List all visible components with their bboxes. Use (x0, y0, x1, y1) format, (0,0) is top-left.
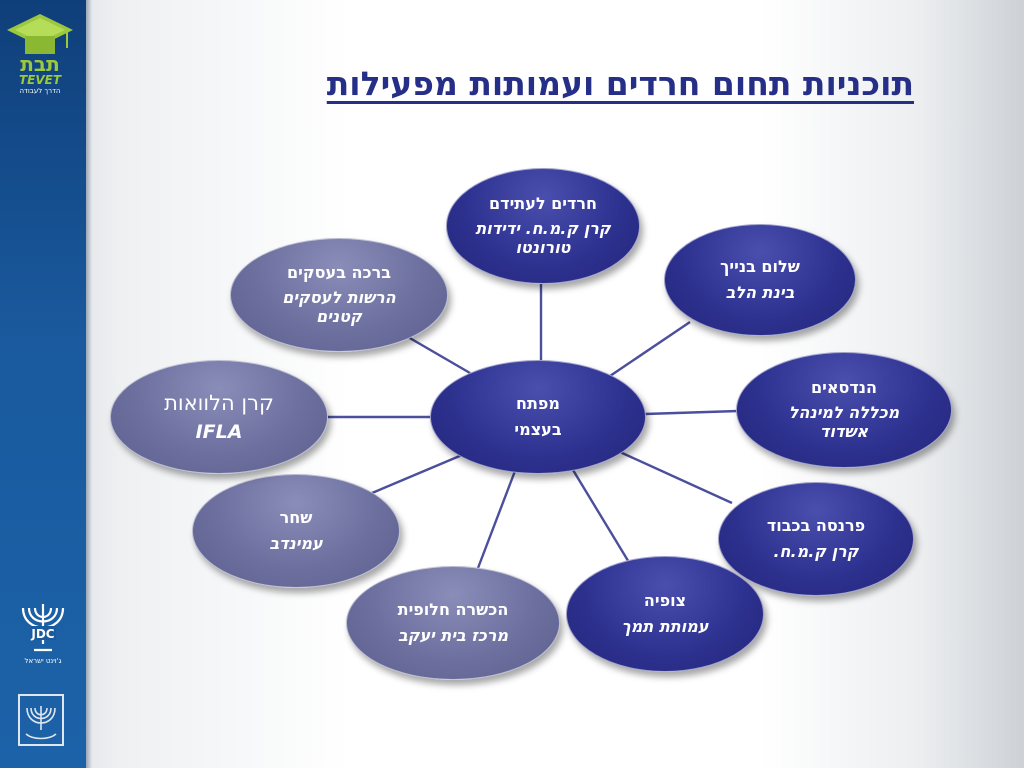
node-bottom-left: שחר עמינדב (192, 474, 400, 588)
connector-bottom-mid-right (571, 469, 632, 565)
node-bottom-left-title: שחר (279, 508, 313, 528)
node-bottom-right-subtitle: קרן ק.מ.ח. (773, 541, 859, 561)
node-top: חרדים לעתידם קרן ק.מ.ח. ידידות טורונטו (446, 168, 640, 284)
node-right: הנדסאים מכללה למינהל אשדוד (736, 352, 952, 468)
node-bottom-right-title: פרנסה בכבוד (766, 516, 866, 536)
node-left-title: קרן הלוואות (164, 390, 274, 415)
graduation-cap-icon (7, 14, 73, 54)
connector-bottom-right (619, 450, 733, 505)
jdc-wordmark: JDC (30, 627, 54, 641)
node-bottom-mid-left: הכשרה חלופית מרכז בית יעקב (346, 566, 560, 680)
sidebar-edge (86, 0, 92, 768)
node-left-subtitle: IFLA (195, 420, 243, 443)
node-top-subtitle: קרן ק.מ.ח. ידידות טורונטו (475, 219, 611, 257)
node-bottom-mid-left-title: הכשרה חלופית (397, 600, 509, 620)
state-emblem-icon (25, 706, 57, 740)
connector-top-left (407, 335, 471, 375)
node-left: קרן הלוואות IFLA (110, 360, 328, 474)
node-bottom-mid-right-title: צופיה (643, 591, 687, 611)
connector-top-right (609, 321, 691, 377)
node-bottom-mid-right: צופיה עמותת תמך (566, 556, 764, 672)
tevet-latin-wordmark: TEVET (18, 73, 62, 87)
node-top-left-title: ברכה בעסקים (287, 262, 391, 282)
connector-bottom-left (371, 453, 463, 495)
node-top-left-subtitle: הרשות לעסקים קטנים (282, 288, 396, 326)
jdc-logo: JDC ג'וינט ישראל (12, 600, 74, 665)
node-bottom-right: פרנסה בכבוד קרן ק.מ.ח. (718, 482, 914, 596)
menorah-icon: JDC (21, 604, 65, 652)
tevet-tagline: הדרך לעבודה (19, 87, 61, 95)
node-bottom-left-subtitle: עמינדב (269, 533, 323, 553)
node-center-title: מפתח (515, 394, 561, 414)
node-top-right-title: שלום בנייך (720, 257, 800, 277)
node-right-title: הנדסאים (810, 377, 878, 397)
node-top-left: ברכה בעסקים הרשות לעסקים קטנים (230, 238, 448, 352)
node-right-subtitle: מכללה למינהל אשדוד (788, 403, 900, 441)
node-top-title: חרדים לעתידם (489, 193, 597, 213)
connector-right (644, 409, 739, 416)
node-center: מפתח בעצמי (430, 360, 646, 474)
node-bottom-mid-right-subtitle: עמותת תמך (621, 616, 709, 636)
page-title: תוכניות תחום חרדים ועמותות מפעילות (326, 64, 914, 103)
node-top-right-subtitle: בינת הלב (725, 282, 795, 302)
tevet-logo: תבת TEVET הדרך לעבודה (4, 12, 76, 95)
node-center-subtitle: בעצמי (514, 419, 562, 439)
jdc-tagline: ג'וינט ישראל (24, 657, 62, 665)
connector-bottom-mid-left (476, 470, 517, 569)
tevet-hebrew-wordmark: תבת (20, 52, 60, 76)
node-top-right: שלום בנייך בינת הלב (664, 224, 856, 336)
node-bottom-mid-left-subtitle: מרכז בית יעקב (397, 625, 509, 645)
state-emblem-logo (18, 694, 64, 746)
